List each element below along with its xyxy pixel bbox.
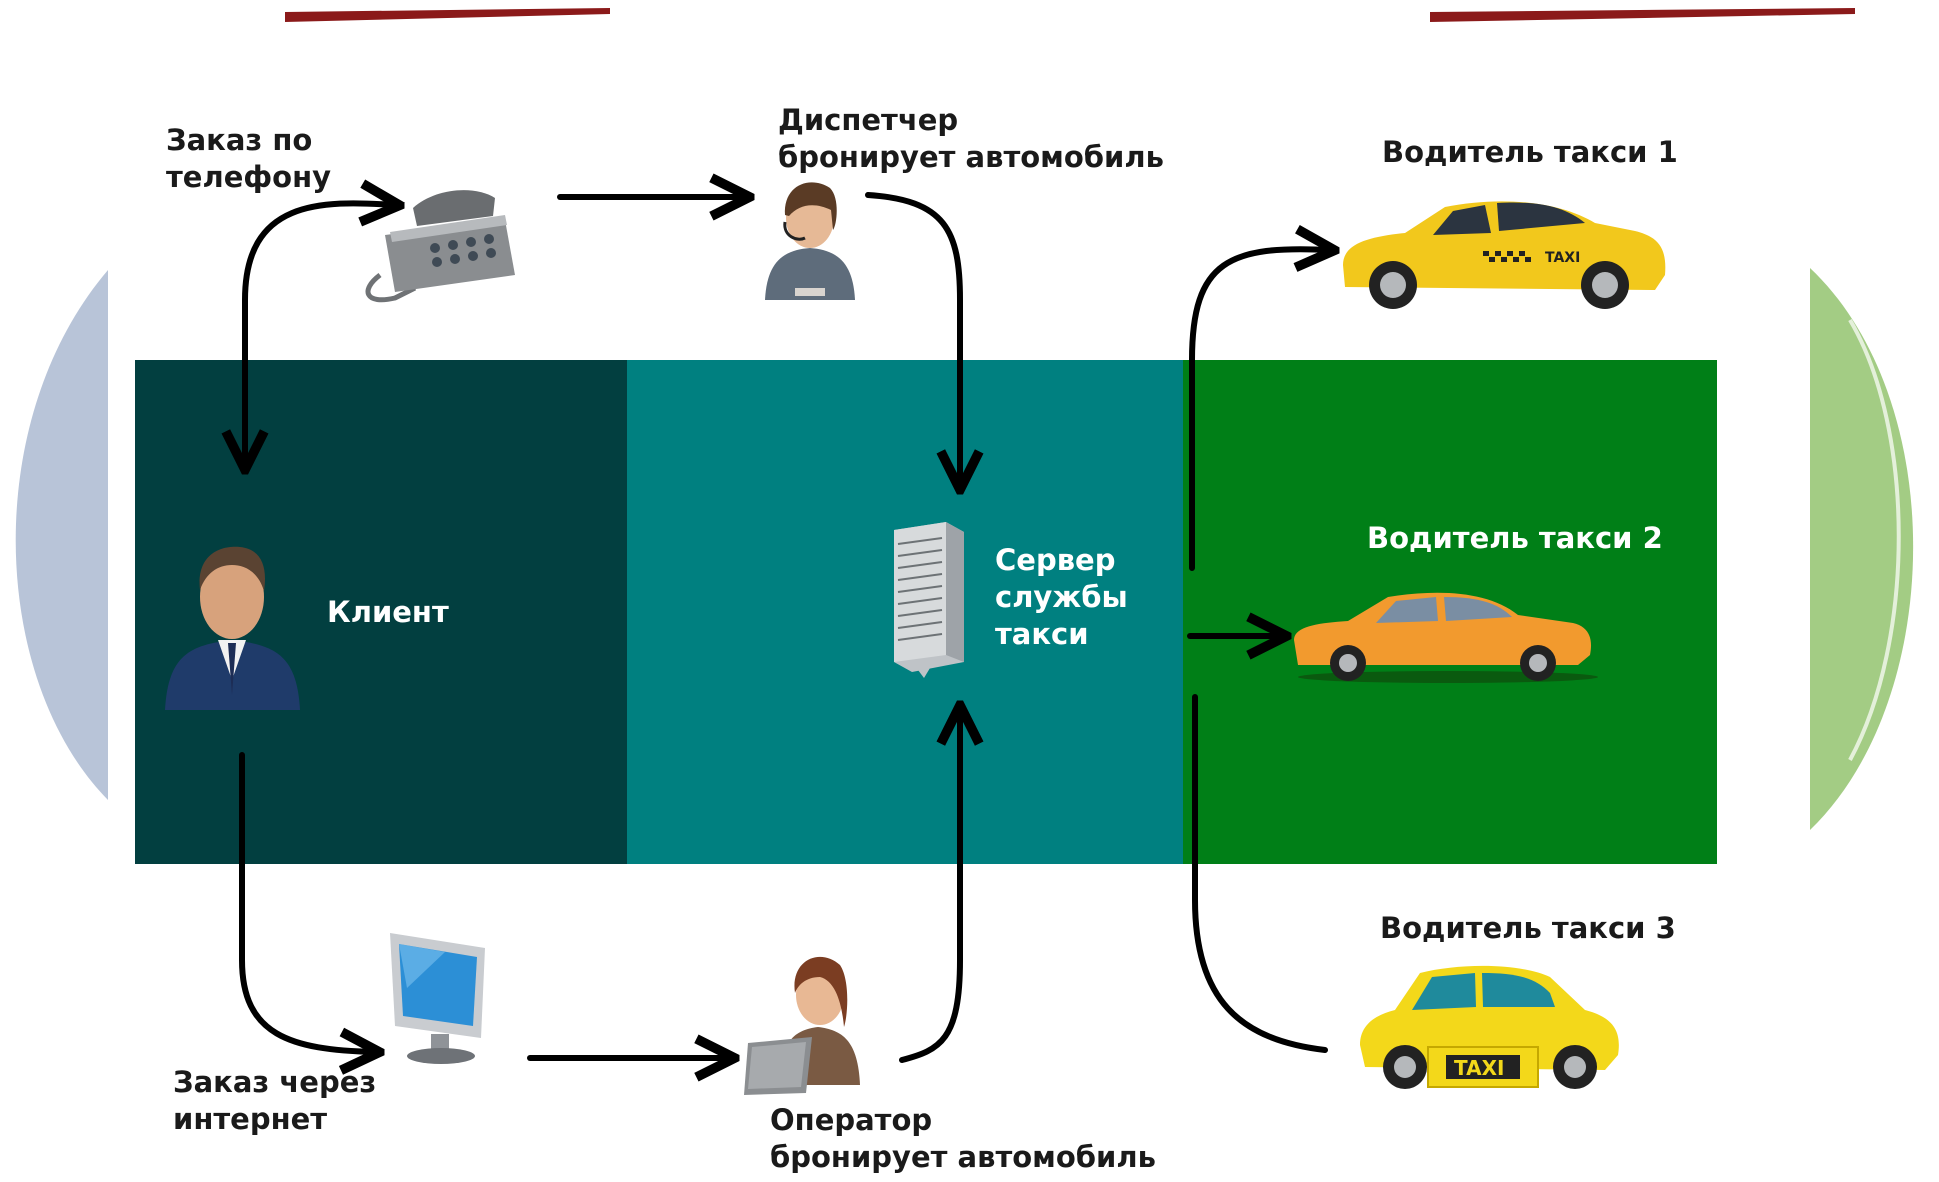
label-phone-order: Заказ по телефону xyxy=(166,123,332,194)
client-icon xyxy=(165,546,300,710)
label-driver-2: Водитель такси 2 xyxy=(1367,521,1663,555)
right-green-arc xyxy=(1810,268,1914,830)
top-left-red-stroke xyxy=(285,8,610,22)
server-icon xyxy=(894,522,964,678)
small-yellow-taxi-icon: TAXI xyxy=(1360,965,1619,1089)
label-dispatcher: Диспетчер бронирует автомобиль xyxy=(778,103,1164,174)
yellow-taxi-icon: TAXI xyxy=(1343,201,1666,309)
operator-icon xyxy=(744,956,860,1095)
right-arc-highlight xyxy=(1848,318,1901,761)
taxi-sign-1: TAXI xyxy=(1545,250,1580,266)
computer-monitor-icon xyxy=(390,933,485,1064)
label-operator: Оператор бронирует автомобиль xyxy=(770,1103,1156,1174)
label-internet-order: Заказ через интернет xyxy=(173,1065,377,1136)
label-server: Сервер службы такси xyxy=(995,543,1128,651)
top-right-red-stroke xyxy=(1430,8,1855,22)
label-client: Клиент xyxy=(327,595,449,629)
telephone-icon xyxy=(365,190,515,303)
label-driver-1: Водитель такси 1 xyxy=(1382,135,1678,169)
taxi-sign-3: TAXI xyxy=(1454,1056,1504,1080)
orange-taxi-icon xyxy=(1294,592,1598,683)
label-driver-3: Водитель такси 3 xyxy=(1380,911,1676,945)
left-gray-arc xyxy=(15,270,108,800)
dispatcher-icon xyxy=(765,182,855,300)
